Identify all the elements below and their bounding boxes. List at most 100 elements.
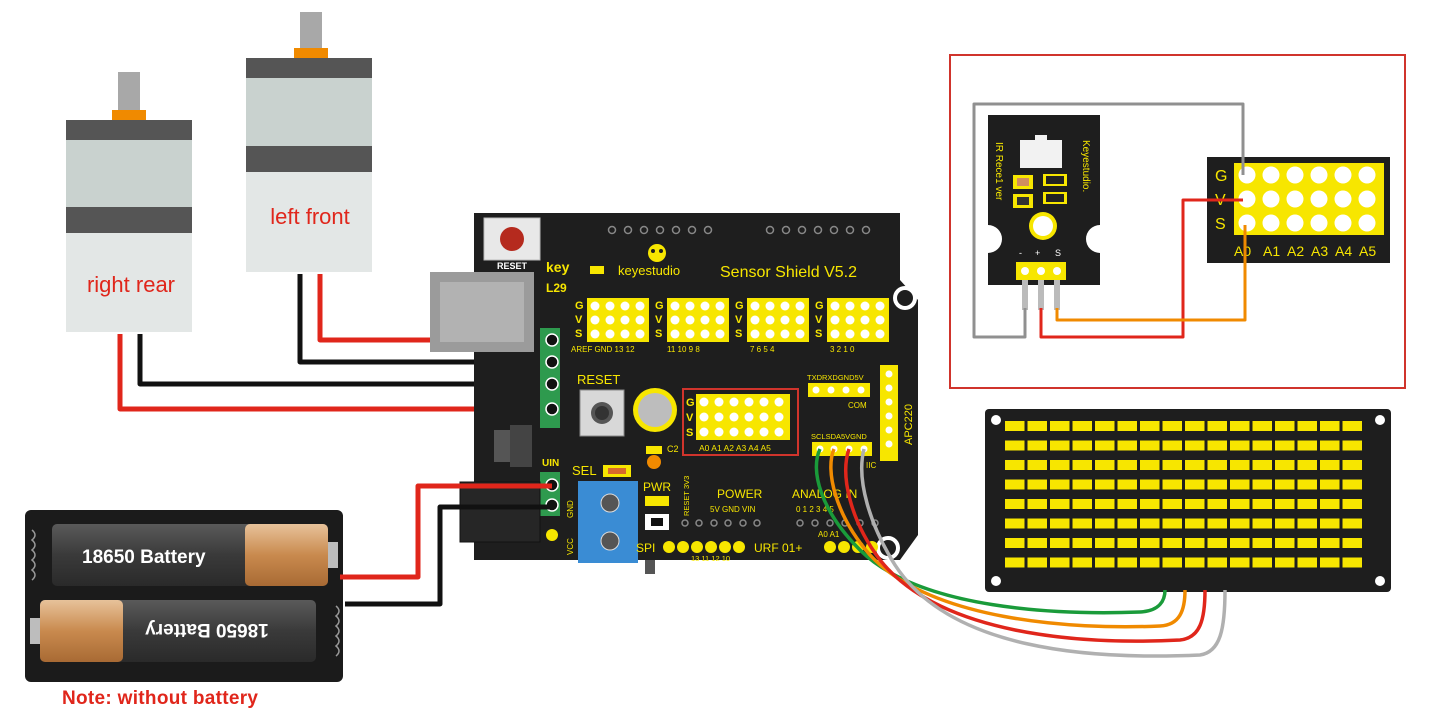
analog-header-pins	[699, 397, 784, 437]
regulator	[494, 430, 510, 462]
led-segment	[1072, 499, 1092, 509]
led-segment	[1207, 460, 1227, 470]
led-segment	[1005, 518, 1025, 529]
analog-in-label: ANALOG IN	[792, 487, 857, 501]
i2c-pin-labels: SCLSDA5VGND	[811, 432, 867, 441]
svg-text:S: S	[815, 328, 822, 340]
wire-red-ir-vcc	[1039, 198, 1243, 339]
battery-holder: 18650 Battery 18650 Battery	[25, 510, 343, 682]
brand-label: keyestudio	[618, 263, 680, 278]
led-segment	[1140, 479, 1160, 490]
motor-label-left-front: left front	[270, 204, 349, 229]
ir-pin-s: S	[1055, 248, 1061, 258]
svg-text:V: V	[655, 314, 663, 326]
led-segment	[1275, 499, 1295, 509]
wire-red-right-rear	[117, 334, 552, 412]
led-segment	[1230, 421, 1250, 431]
svg-text:G: G	[655, 300, 664, 312]
led-segment	[1162, 440, 1182, 451]
led-segment	[1162, 479, 1182, 490]
svg-text:A5: A5	[1359, 243, 1376, 259]
sensor-shield-board: RESET key L29 keyestudio Sensor Shield V…	[430, 213, 918, 574]
led-segment	[1117, 518, 1137, 529]
led-segment	[1095, 421, 1115, 431]
analog-header-block	[696, 394, 790, 440]
i2c-header	[812, 442, 872, 456]
led-segment	[1185, 518, 1205, 529]
led-segment	[1185, 460, 1205, 470]
led-segment	[1140, 460, 1160, 470]
wire-red-5v	[844, 448, 1207, 643]
led-segment	[1140, 557, 1160, 568]
led-segment	[1185, 499, 1205, 509]
led-segment	[1162, 557, 1182, 568]
led-segment	[1320, 479, 1340, 490]
led-segment	[1320, 538, 1340, 548]
led-segment	[1117, 460, 1137, 470]
led-segment	[1027, 440, 1047, 451]
digital-header-pins	[590, 301, 885, 339]
motor-label-right-rear: right rear	[87, 272, 175, 297]
led-segment	[1275, 518, 1295, 529]
led-segment	[1140, 499, 1160, 509]
led-grid	[1005, 421, 1362, 568]
gnd-label: GND	[566, 500, 575, 518]
led-segment	[1320, 557, 1340, 568]
ir-pin-minus: -	[1019, 248, 1022, 258]
com-label: COM	[848, 401, 867, 410]
led-segment	[1297, 499, 1317, 509]
led-segment	[1050, 538, 1070, 548]
com-header	[808, 383, 870, 397]
led-segment	[1162, 460, 1182, 470]
driver-partial: L29	[546, 281, 567, 295]
iic-label: IIC	[866, 461, 876, 470]
led-segment	[1185, 538, 1205, 548]
led-segment	[1005, 460, 1025, 470]
led-segment	[1027, 518, 1047, 529]
apc220-label: APC220	[903, 404, 915, 445]
led-segment	[1320, 518, 1340, 529]
led-segment	[1275, 421, 1295, 431]
com-pin-labels: TXDRXDGND5V	[807, 373, 864, 382]
svg-text:A1: A1	[1263, 243, 1280, 259]
wire-orange-sda	[829, 448, 1187, 629]
led-segment	[1342, 460, 1362, 470]
led-segment	[1117, 421, 1137, 431]
sel-label: SEL	[572, 463, 597, 478]
wire-gray-gnd	[860, 448, 1227, 658]
motor-shaft	[300, 12, 322, 52]
led-segment	[1072, 538, 1092, 548]
led-segment	[1095, 557, 1115, 568]
led-segment	[1050, 518, 1070, 529]
led-segment	[1140, 518, 1160, 529]
led-segment	[1027, 499, 1047, 509]
svg-text:V: V	[815, 314, 823, 326]
led-segment	[1162, 421, 1182, 431]
led-segment	[1027, 479, 1047, 490]
led-segment	[1342, 538, 1362, 548]
svg-text:V: V	[575, 314, 583, 326]
ir-receiver-module: IR Rece1 ver Keyestudio. - + S	[988, 115, 1100, 310]
led-segment	[1005, 538, 1025, 548]
led-segment	[1005, 499, 1025, 509]
svg-text:S: S	[735, 328, 742, 340]
motor-right-rear: right rear	[66, 72, 192, 332]
spi-label: SPI	[636, 541, 655, 555]
svg-text:S: S	[655, 328, 662, 340]
led-segment	[1342, 557, 1362, 568]
digital-gvs-labels: GVS GVS GVS GVS	[575, 300, 824, 340]
led-segment	[1207, 538, 1227, 548]
uin-label: UIN	[542, 458, 559, 469]
battery-note: Note: without battery	[62, 688, 259, 709]
led-segment	[1230, 460, 1250, 470]
led-segment	[1050, 499, 1070, 509]
led-segment	[1095, 499, 1115, 509]
svg-text:S: S	[686, 427, 693, 439]
led-segment	[1252, 460, 1272, 470]
wire-black-battery	[345, 504, 552, 607]
ir-pin-plus: +	[1035, 248, 1040, 258]
led-segment	[1297, 440, 1317, 451]
led-segment	[1072, 460, 1092, 470]
pwr-label: PWR	[643, 480, 671, 494]
svg-text:S: S	[575, 328, 582, 340]
